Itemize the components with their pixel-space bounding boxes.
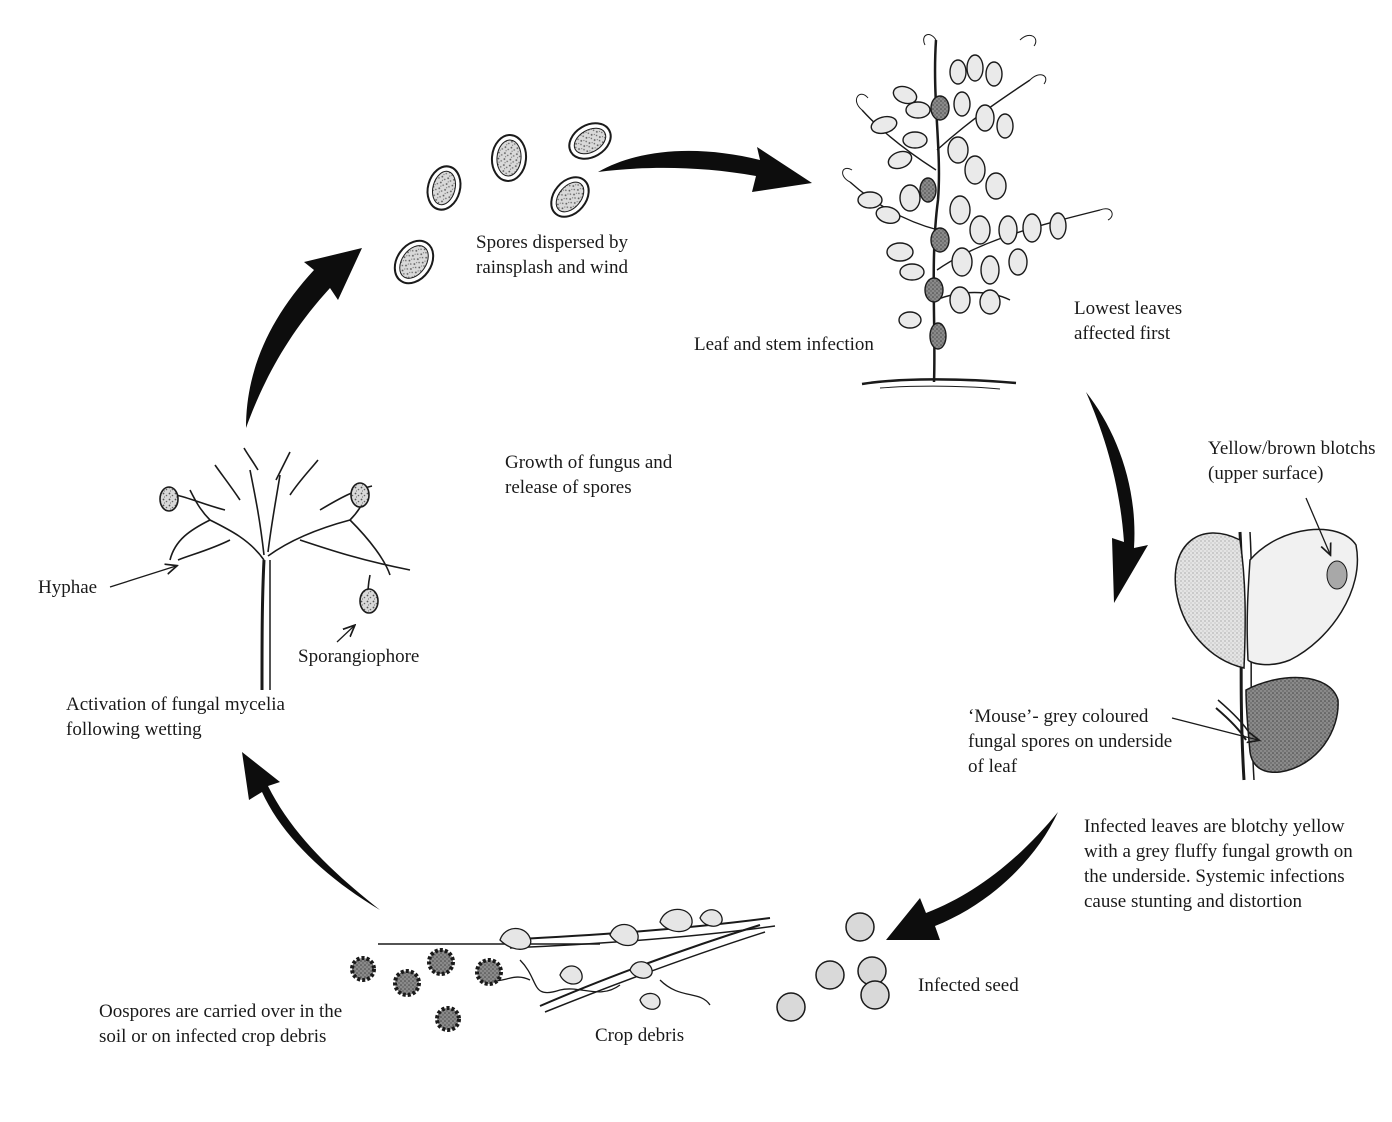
arrow-debris-to-mycelia <box>242 752 380 910</box>
arrow-spores-to-plant <box>598 147 812 192</box>
spore <box>387 233 441 290</box>
sporangium <box>351 483 369 507</box>
seed <box>861 981 889 1009</box>
label-infected-leaves: Infected leaves are blotchy yellow with … <box>1084 814 1353 914</box>
oospore <box>477 960 501 984</box>
label-activation: Activation of fungal mycelia following w… <box>66 692 285 742</box>
seed <box>846 913 874 941</box>
oospore <box>429 950 453 974</box>
oospore <box>352 958 374 980</box>
seed <box>816 961 844 989</box>
label-growth-of-fungus: Growth of fungus and release of spores <box>505 450 672 500</box>
hyphae-pointer <box>110 566 176 587</box>
ground-line <box>862 379 1016 384</box>
label-crop-debris: Crop debris <box>595 1023 684 1048</box>
oospore <box>395 971 419 995</box>
infected-pea-plant <box>843 35 1113 389</box>
label-sporangiophore: Sporangiophore <box>298 644 419 669</box>
spore <box>423 163 465 214</box>
arrow-mycelia-to-spores <box>246 248 362 428</box>
label-leaf-stem-infection: Leaf and stem infection <box>694 332 874 357</box>
label-lowest-leaves: Lowest leaves affected first <box>1074 296 1182 346</box>
sporangium <box>160 487 178 511</box>
sporangium <box>360 589 378 613</box>
oospores <box>352 950 501 1030</box>
label-yellow-brown-blotchs: Yellow/brown blotchs (upper surface) <box>1208 436 1376 486</box>
spore <box>544 170 597 224</box>
label-spores-dispersed: Spores dispersed by rainsplash and wind <box>476 230 628 280</box>
label-oospores: Oospores are carried over in the soil or… <box>99 999 342 1049</box>
mycelium-stalk <box>262 560 264 690</box>
arrow-plant-to-leaves <box>1086 392 1148 603</box>
oospore <box>437 1008 459 1030</box>
spore <box>490 134 528 183</box>
leaf-closeup <box>1175 529 1357 780</box>
arrow-leaves-to-seed <box>886 812 1058 940</box>
label-infected-seed: Infected seed <box>918 973 1019 998</box>
underside-leaf <box>1246 678 1338 773</box>
sporangiophore-pointer <box>337 626 354 642</box>
label-mouse-grey: ‘Mouse’- grey coloured fungal spores on … <box>968 704 1172 779</box>
label-hyphae: Hyphae <box>38 575 97 600</box>
seed <box>777 993 805 1021</box>
mouse-grey-pointer <box>1172 718 1258 740</box>
upper-leaf-right <box>1247 529 1357 664</box>
yellow-brown-blotch <box>1327 561 1347 589</box>
spore <box>563 116 617 166</box>
infected-seeds <box>777 913 889 1021</box>
upper-leaf-left <box>1175 533 1245 668</box>
